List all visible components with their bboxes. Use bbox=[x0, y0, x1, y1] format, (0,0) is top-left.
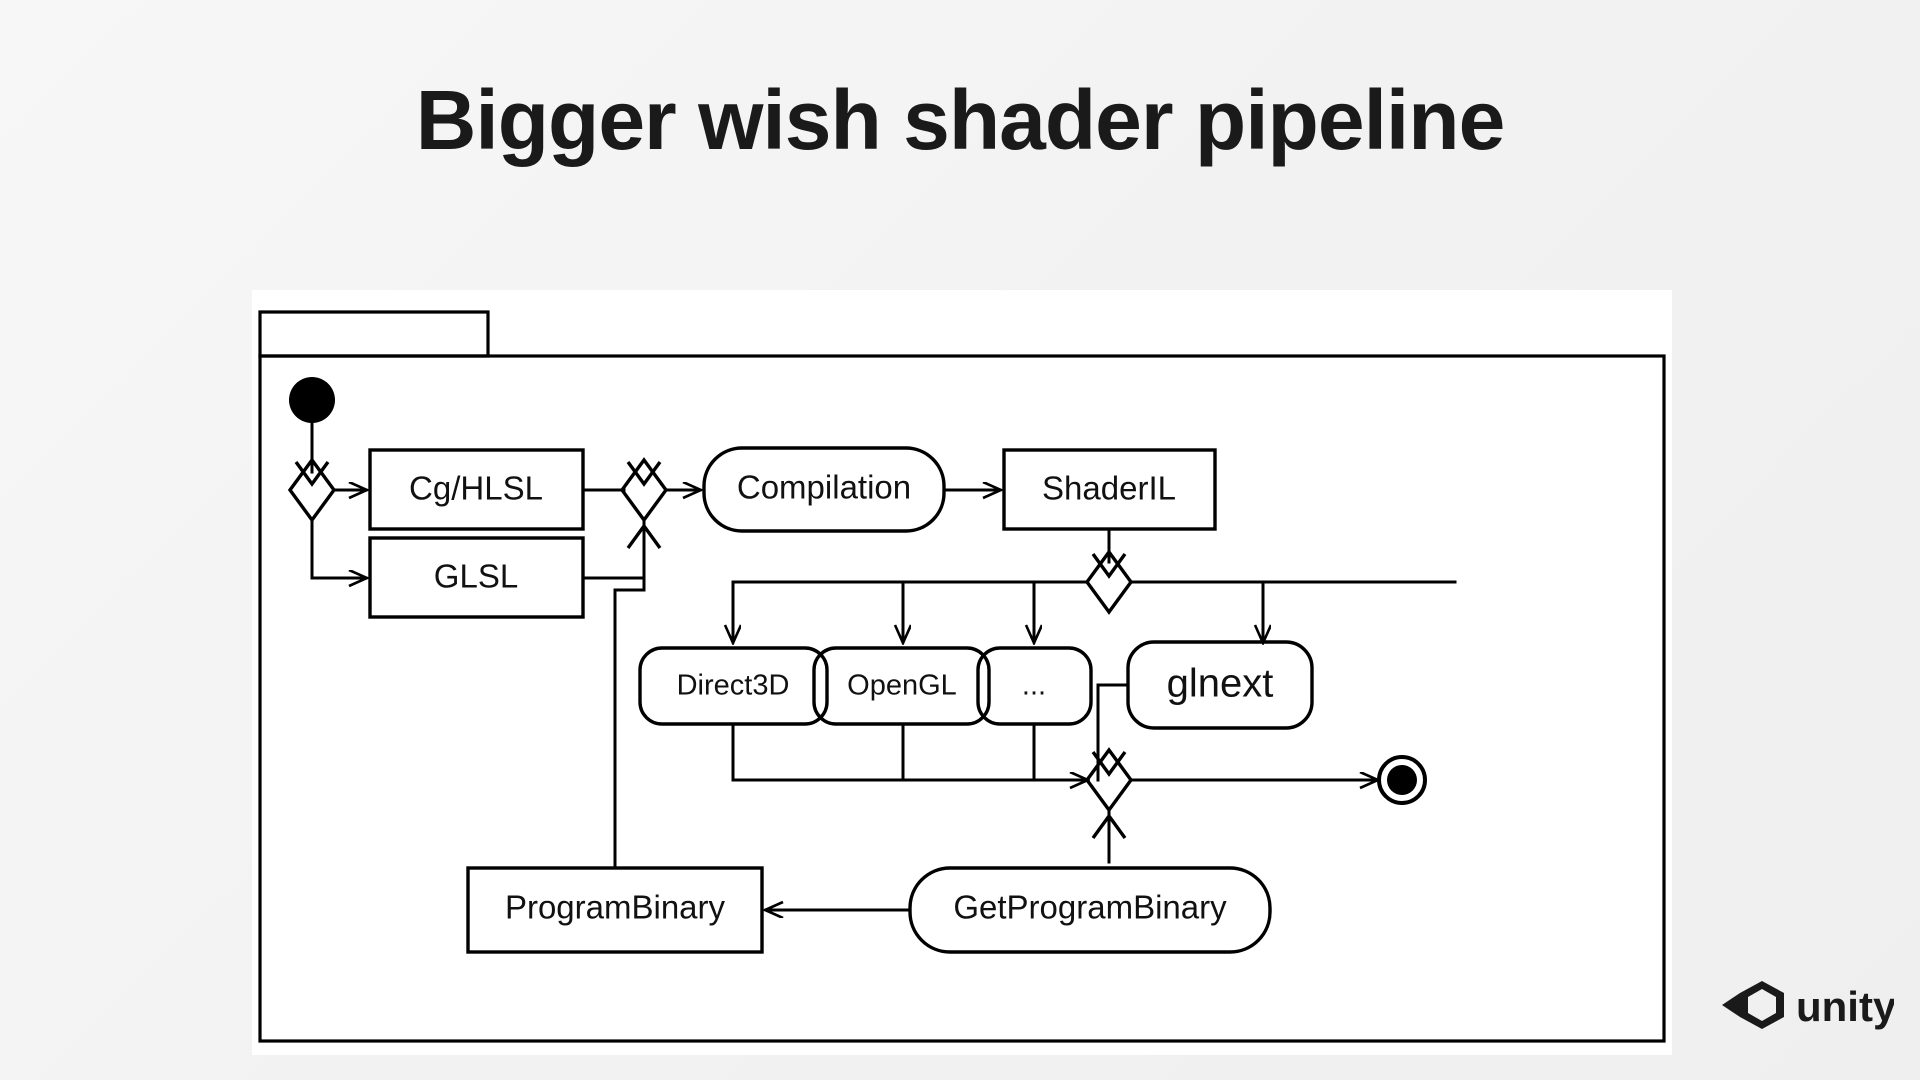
node-shaderil[interactable]: ShaderIL bbox=[1002, 448, 1217, 531]
node-shaderil-label: ShaderIL bbox=[1042, 470, 1176, 507]
unity-cube-icon bbox=[1722, 981, 1784, 1029]
node-programbinary[interactable]: ProgramBinary bbox=[466, 866, 764, 954]
node-programbinary-label: ProgramBinary bbox=[505, 889, 726, 926]
unity-logo: unity bbox=[1718, 975, 1894, 1041]
edge-bus-api-collect bbox=[731, 683, 1130, 780]
node-compilation[interactable]: Compilation bbox=[702, 446, 946, 533]
decision-diamond-api bbox=[1084, 549, 1134, 615]
node-cg-hlsl[interactable]: Cg/HLSL bbox=[368, 448, 585, 531]
unity-logo-svg: unity bbox=[1722, 981, 1894, 1030]
node-cg-hlsl-label: Cg/HLSL bbox=[409, 470, 543, 507]
diagram-canvas: Cg/HLSL GLSL Compilation bbox=[252, 290, 1672, 1055]
initial-node bbox=[289, 377, 335, 423]
node-getprogrambinary[interactable]: GetProgramBinary bbox=[908, 866, 1272, 954]
node-glnext[interactable]: glnext bbox=[1126, 640, 1314, 730]
activity-diagram: Cg/HLSL GLSL Compilation bbox=[258, 310, 1666, 1043]
node-ellipsis[interactable]: ... bbox=[976, 646, 1093, 726]
edge-bus-api-fanout bbox=[733, 580, 1457, 642]
node-glnext-label: glnext bbox=[1167, 662, 1274, 706]
diagram-frame bbox=[258, 310, 1666, 1043]
node-glsl[interactable]: GLSL bbox=[368, 536, 585, 619]
edge-programbinary-feedback bbox=[613, 518, 646, 870]
node-direct3d-label: Direct3D bbox=[677, 670, 790, 702]
page-title: Bigger wish shader pipeline bbox=[415, 73, 1506, 167]
edge-glsl-to-merge bbox=[581, 518, 646, 580]
node-direct3d[interactable]: Direct3D bbox=[638, 646, 829, 726]
node-glsl-label: GLSL bbox=[434, 558, 518, 595]
node-opengl-label: OpenGL bbox=[847, 670, 957, 702]
node-opengl[interactable]: OpenGL bbox=[812, 646, 991, 726]
final-node bbox=[1377, 755, 1427, 805]
unity-wordmark: unity bbox=[1796, 983, 1894, 1030]
node-ellipsis-label: ... bbox=[1022, 670, 1046, 702]
node-compilation-label: Compilation bbox=[737, 469, 911, 506]
node-getprogrambinary-label: GetProgramBinary bbox=[953, 889, 1227, 926]
edge-decision-to-glsl bbox=[310, 518, 366, 578]
